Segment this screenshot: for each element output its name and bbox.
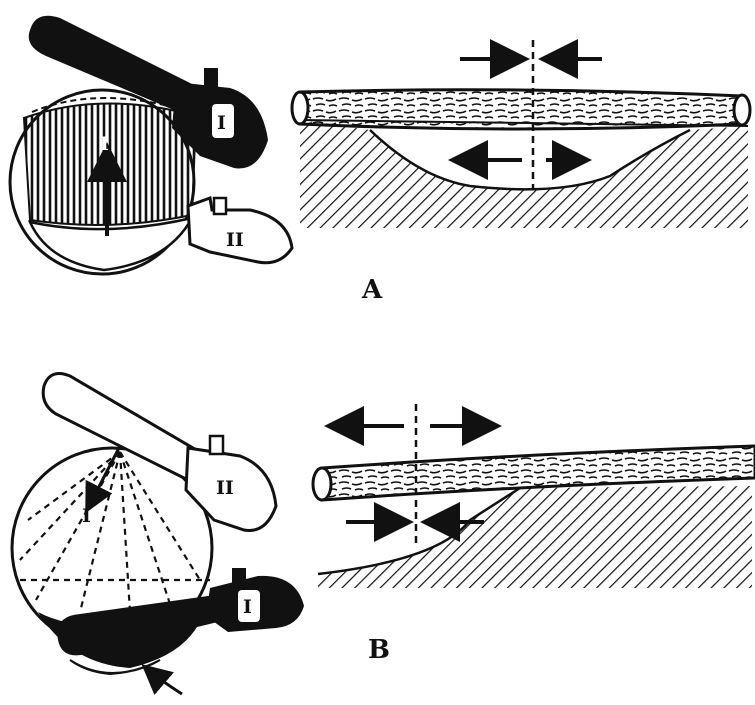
- black-saw-handle-a: [204, 68, 218, 88]
- cut-mark-i-b: I: [82, 505, 91, 527]
- ground-hatched-b: [318, 486, 752, 588]
- log-a: [300, 90, 742, 129]
- cross-section-a: I: [10, 90, 196, 274]
- saw-label-i-b: I: [243, 596, 252, 618]
- panel-label-b: B: [368, 635, 390, 665]
- cross-section-b: I: [12, 446, 212, 694]
- cut-kerf-region-a: [24, 103, 196, 224]
- cut-mark-i-a: I: [100, 133, 109, 155]
- panel-b: I II I: [12, 374, 755, 694]
- side-view-a: [292, 40, 750, 228]
- saw-label-i-a: I: [217, 112, 226, 134]
- log-end-left-a: [292, 92, 308, 124]
- log-end-left-b: [313, 468, 331, 500]
- lower-cut-arrow-b: [146, 668, 182, 694]
- saw-label-ii-a: II: [226, 229, 244, 251]
- saw-label-ii-b: II: [216, 477, 234, 499]
- white-saw-handle-b: [210, 436, 223, 454]
- side-view-b: [313, 404, 755, 588]
- log-end-right-a: [734, 95, 750, 125]
- white-saw-handle-a: [214, 198, 226, 214]
- panel-a: I I II: [10, 16, 750, 305]
- white-chainsaw-a: II: [188, 198, 292, 263]
- panel-label-a: A: [361, 275, 383, 305]
- black-saw-handle-b: [232, 568, 246, 584]
